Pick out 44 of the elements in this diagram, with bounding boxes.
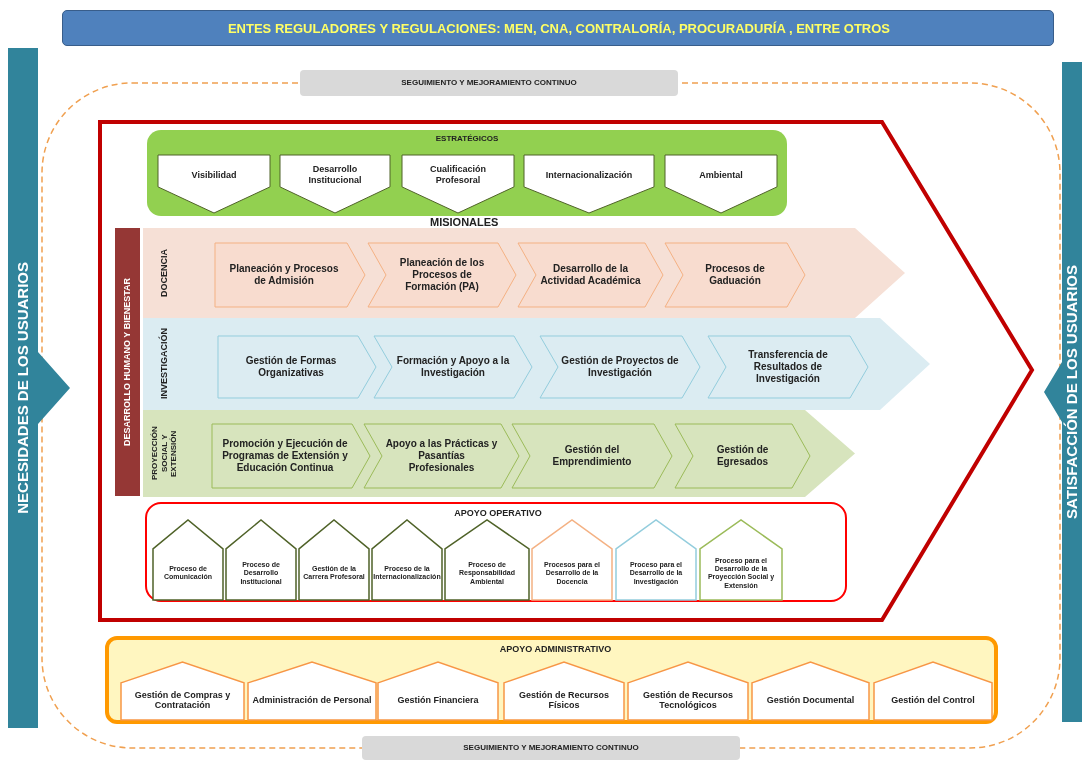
caption-bar (300, 70, 678, 96)
process-label: Internacionalización (545, 169, 633, 181)
process-label: Gestión de Recursos Tecnológicos (642, 689, 734, 712)
process-label: Desarrollo de la Actividad Académica (539, 263, 642, 287)
process-label: Gestión de Proyectos de Investigación (560, 355, 680, 379)
side-bar (115, 228, 140, 496)
banner-title: ENTES REGULADORES Y REGULACIONES: MEN, CNA, CONTRALORÍA, PROCURADURÍA , ENTRE OTROS (227, 21, 891, 37)
process-label: Apoyo a las Prácticas y Pasantías Profesionales (384, 438, 499, 474)
process-label: Gestión de Formas Organizativas (244, 355, 338, 379)
process-label: Gestión del Emprendimiento (551, 444, 633, 468)
process-label: Visibilidad (191, 169, 237, 181)
process-label: Planeación de los Procesos de Formación (PA) (398, 257, 486, 293)
caption-text: SEGUIMIENTO Y MEJORAMIENTO CONTINUO (401, 78, 577, 88)
process-label: Procesos de Gaduación (704, 263, 766, 287)
process-label: Transferencia de Resultados de Investigación (747, 349, 829, 385)
process-label: Cualificación Profesoral (429, 164, 487, 186)
group-heading: ESTRATÉGICOS (435, 134, 499, 144)
band-label: DOCENCIA (158, 249, 170, 297)
process-label: Formación y Apoyo a la Investigación (395, 355, 511, 379)
process-label: Gestión de Egresados (715, 444, 770, 468)
process-label: Gestión Financiera (397, 695, 479, 706)
process-label: Administración de Personal (252, 695, 372, 706)
process-label: Promoción y Ejecución de Programas de Extensión y Educación Continua (221, 438, 349, 474)
process-label: Desarrollo Institucional (307, 164, 363, 186)
caption-text: SEGUIMIENTO Y MEJORAMIENTO CONTINUO (463, 743, 639, 753)
group-heading: APOYO ADMINISTRATIVO (499, 643, 612, 655)
section-heading: MISIONALES (430, 216, 499, 228)
group-heading: APOYO OPERATIVO (454, 507, 542, 519)
side-label: SATISFACCIÓN DE LOS USUARIOS (1063, 265, 1081, 519)
caption-bar (362, 736, 740, 760)
process-label: Gestión de Compras y Contratación (133, 689, 232, 712)
process-label: Planeación y Procesos de Admisión (228, 263, 340, 287)
header-banner (62, 10, 1054, 46)
group-panel (147, 130, 787, 216)
process-label: Gestión del Control (891, 695, 975, 706)
side-bar-label: DESARROLLO HUMANO Y BIENESTAR (122, 278, 133, 446)
side-label: NECESIDADES DE LOS USUARIOS (14, 262, 32, 514)
band-label: INVESTIGACIÓN (158, 328, 170, 400)
group-panel (145, 502, 847, 602)
process-label: Ambiental (699, 169, 743, 181)
process-label: Gestión de Recursos Físicos (518, 689, 610, 712)
band-label: PROYECCIÓN SOCIAL Y EXTENSIÓN (149, 425, 179, 483)
process-label: Gestión Documental (766, 695, 855, 706)
group-panel (105, 636, 998, 724)
